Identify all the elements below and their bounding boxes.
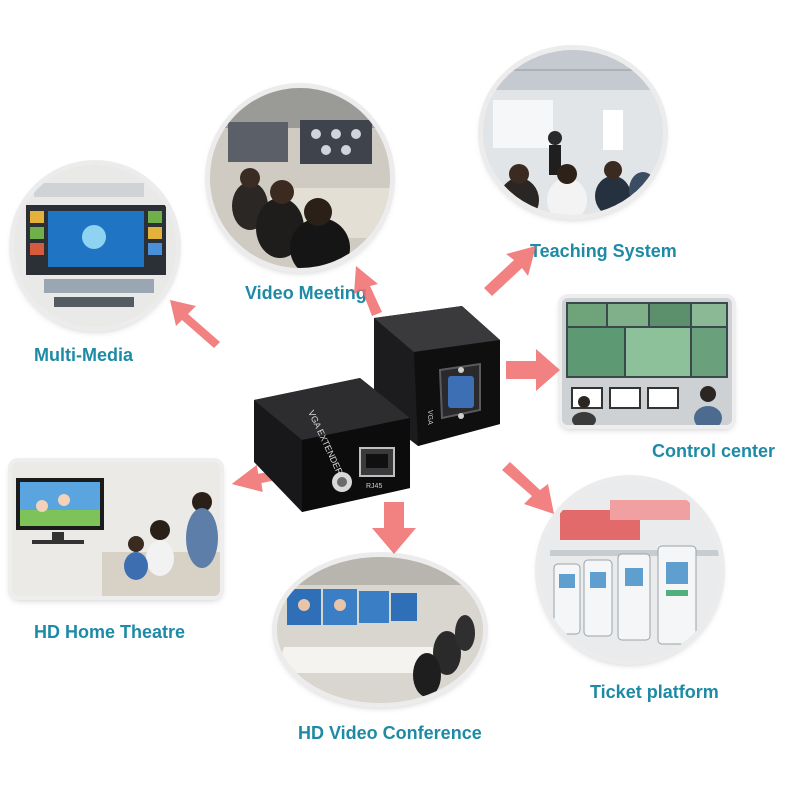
- arrow-to-multi-media: [170, 300, 220, 348]
- ticket-platform-label: Ticket platform: [590, 682, 719, 702]
- device-port-text: RJ45: [366, 483, 382, 490]
- teaching-system-label: Teaching System: [530, 241, 677, 261]
- arrow-to-hd-video-conference: [372, 502, 416, 554]
- hd-home-theatre-photo: [12, 462, 220, 596]
- arrow-to-ticket-platform: [502, 462, 554, 514]
- multi-media-label: Multi-Media: [34, 345, 133, 365]
- hd-video-conference-label: HD Video Conference: [298, 723, 482, 743]
- multi-media-photo: [14, 165, 176, 327]
- ticket-platform-photo: [540, 480, 720, 660]
- control-center-photo: [562, 298, 732, 425]
- control-center-label: Control center: [652, 441, 776, 461]
- vga-extender-devices: VGA EXTENDER RJ45 VGA: [248, 300, 508, 515]
- arrow-to-teaching-system: [484, 246, 536, 296]
- arrow-to-control-center: [506, 349, 560, 391]
- rj45-transmitter-unit: [254, 378, 410, 512]
- video-meeting-label: Video Meeting: [245, 283, 367, 303]
- vga-receiver-unit: [374, 306, 500, 446]
- hd-video-conference-photo: [277, 557, 483, 703]
- teaching-system-photo: [483, 50, 663, 215]
- arrow-to-video-meeting: [354, 266, 382, 316]
- video-meeting-photo: [210, 88, 390, 268]
- hd-home-theatre-label: HD Home Theatre: [34, 622, 186, 642]
- device-vga-text: VGA: [426, 410, 433, 425]
